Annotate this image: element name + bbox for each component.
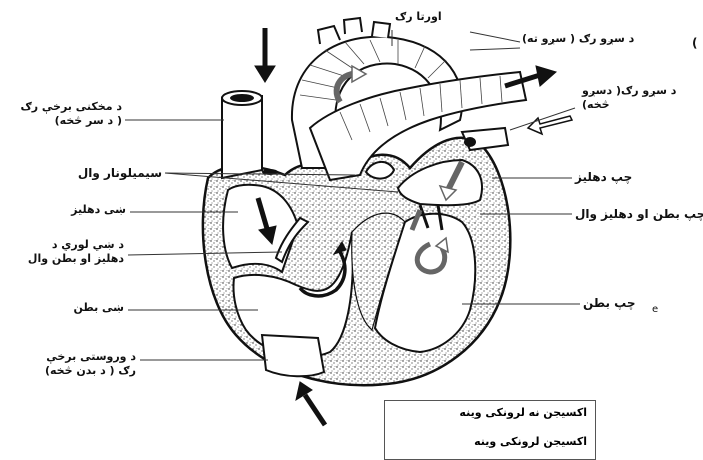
label-pulmonary-veins: د سږو رګ( دسږو څخه): [582, 84, 697, 112]
stray-e: e: [652, 304, 658, 315]
label-left-av-valve: د چپ بطن او دهلیز وال: [575, 207, 703, 222]
legend-row-deoxygenated: اکسیجن نه لرونکی وینه: [385, 401, 595, 427]
aorta-branch-2: [344, 18, 362, 34]
label-aorta: اورتا رګ: [395, 10, 442, 24]
label-right-av-valve: د ښي لوري د دهلیز او بطن وال: [0, 238, 124, 266]
label-right-atrium: ښی دهلیز: [0, 203, 126, 217]
legend: اکسیجن نه لرونکی وینه اکسیجن لرونکی وینه: [384, 400, 596, 460]
label-right-ventricle: ښی بطن: [0, 301, 124, 315]
label-superior-vena-cava: د مخکنی برخې رګ ( د سر څخه): [0, 100, 122, 128]
label-left-ventricle: چپ بطن: [583, 296, 636, 311]
legend-oxygenated-label: اکسیجن لرونکی وینه: [474, 435, 587, 448]
inferior-vena-cava: [262, 335, 324, 376]
label-left-atrium: چپ دهلیز: [575, 170, 632, 185]
stray-paren: (: [692, 36, 697, 50]
legend-row-oxygenated: اکسیجن لرونکی وینه: [385, 430, 595, 456]
label-pulmonary-artery: د سږو رګ ( سږو ته): [522, 32, 634, 46]
label-semilunar-valve: سیمیلونار وال: [0, 166, 162, 181]
label-inferior-vena-cava: د وروستی برخې رګ ( د بدن څخه): [0, 350, 136, 378]
legend-deoxygenated-label: اکسیجن نه لرونکی وینه: [459, 406, 587, 419]
aorta-branch-1: [318, 26, 340, 44]
superior-vena-cava: [222, 96, 262, 178]
aorta-branch-3: [372, 22, 390, 38]
